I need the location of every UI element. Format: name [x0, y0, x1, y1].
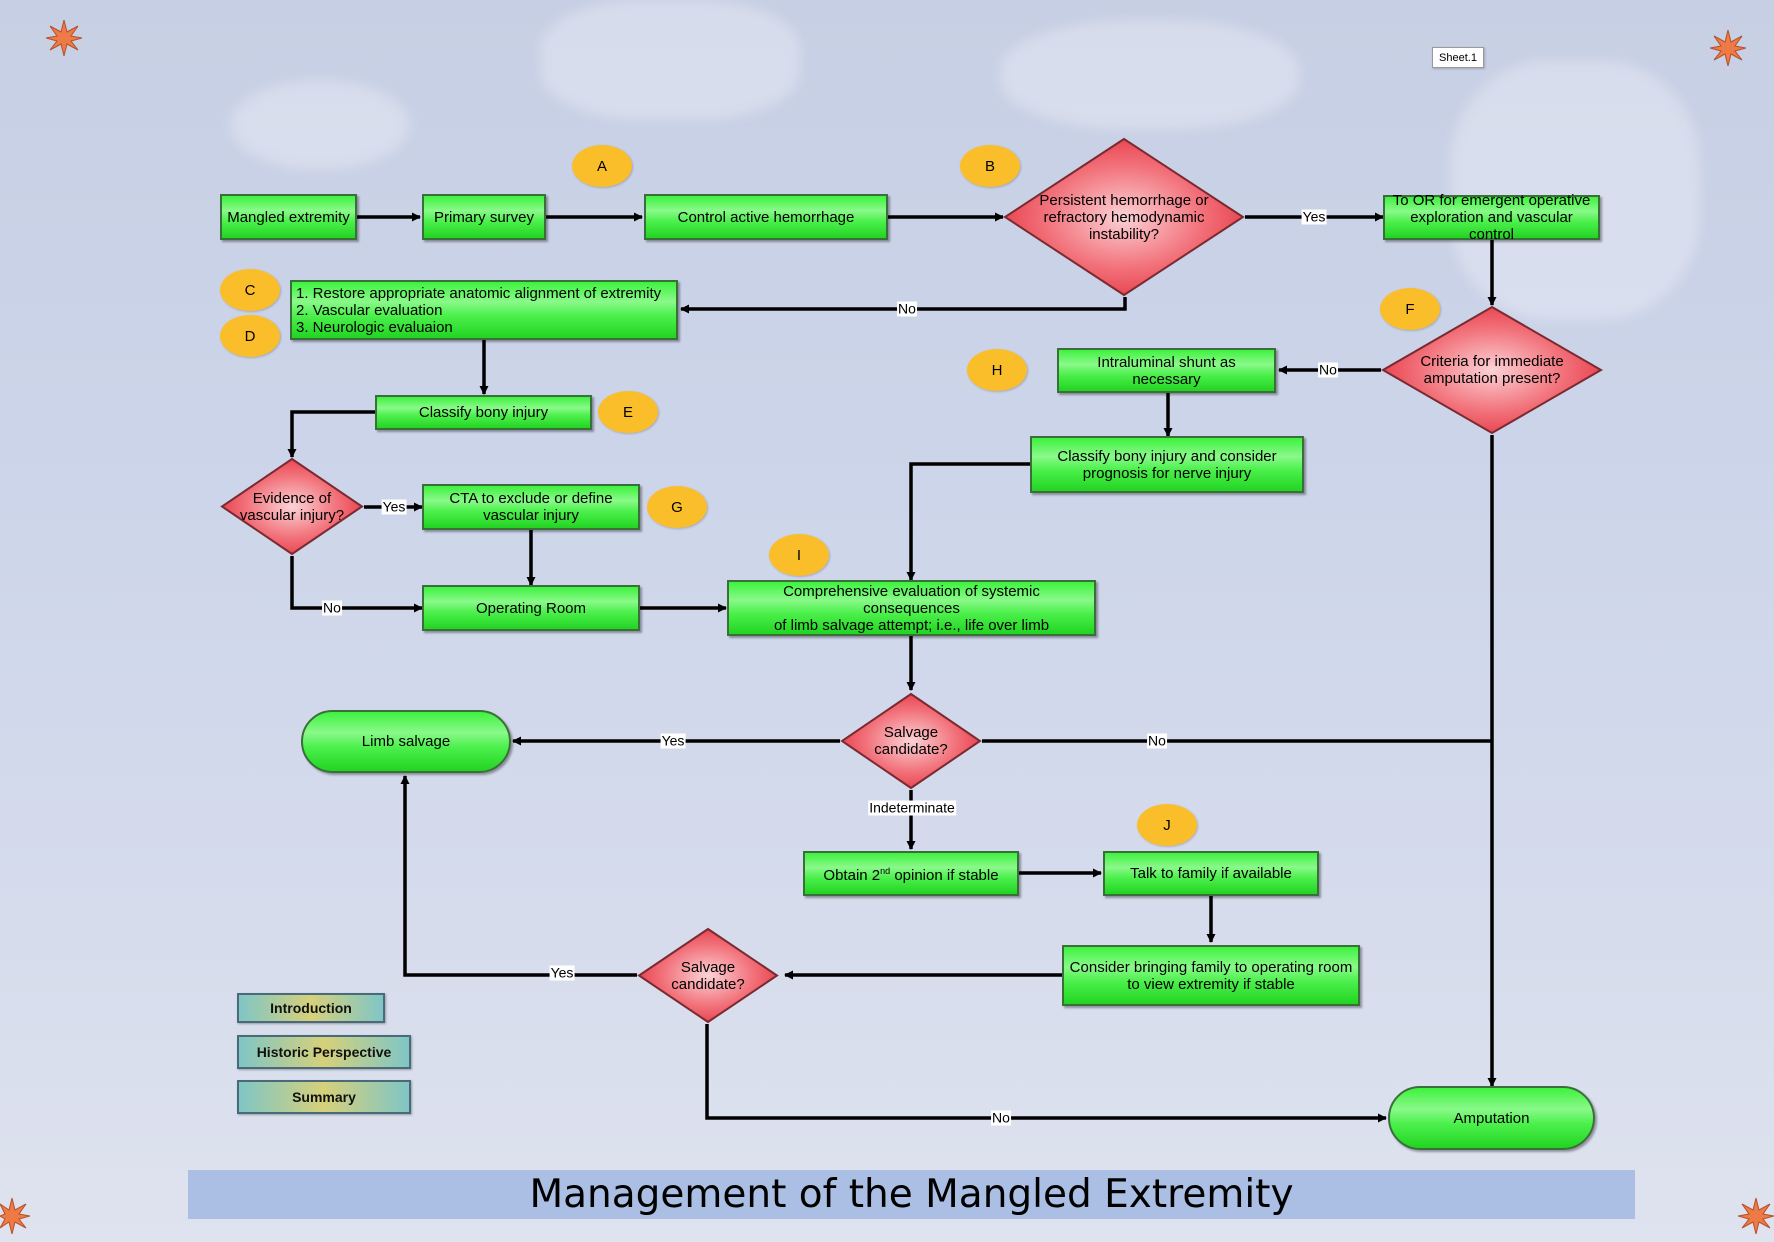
edge-label-yes: Yes — [660, 732, 686, 749]
marker-i[interactable]: I — [769, 534, 829, 576]
edge-persistent-restore — [680, 297, 1127, 314]
star-icon — [1738, 1198, 1774, 1234]
page-title: Management of the Mangled Extremity — [188, 1170, 1635, 1219]
edge-label-no: No — [322, 599, 342, 616]
box-talk-to-family: Talk to family if available — [1103, 851, 1319, 896]
marker-c[interactable]: C — [220, 269, 280, 311]
edge-evidence-or — [290, 556, 423, 613]
star-icon — [0, 1198, 30, 1234]
edge-label-no: No — [1147, 732, 1167, 749]
box-consider-family: Consider bringing family to operating ro… — [1062, 945, 1360, 1006]
edge-label-no: No — [991, 1109, 1011, 1126]
diamond-shape — [840, 692, 982, 790]
edge-label-no: No — [897, 300, 917, 317]
marker-b[interactable]: B — [960, 145, 1020, 187]
edge-classify-nerve-comprehensive — [906, 462, 1030, 581]
edge-classify-evidence — [287, 410, 375, 458]
marker-f[interactable]: F — [1380, 288, 1440, 330]
marker-d[interactable]: D — [220, 315, 280, 357]
box-operating-room: Operating Room — [422, 585, 640, 631]
box-second-opinion: Obtain 2nd opinion if stable — [803, 851, 1019, 896]
edge-salvage2-amputation — [705, 1024, 1387, 1123]
box-mangled-extremity: Mangled extremity — [220, 194, 357, 240]
edge-salvage2-limb — [400, 775, 637, 977]
marker-e[interactable]: E — [598, 391, 658, 433]
star-icon — [46, 20, 82, 56]
edge-label-no: No — [1318, 361, 1338, 378]
marker-j[interactable]: J — [1137, 804, 1197, 846]
marker-g[interactable]: G — [647, 486, 707, 528]
box-control-hemorrhage: Control active hemorrhage — [644, 194, 888, 240]
nav-historic-perspective-button[interactable]: Historic Perspective — [237, 1035, 411, 1069]
diamond-shape — [1381, 305, 1603, 435]
box-comprehensive-evaluation: Comprehensive evaluation of systemic con… — [727, 580, 1096, 636]
edge-label-indeterminate: Indeterminate — [868, 799, 956, 816]
diamond-shape — [637, 927, 779, 1024]
marker-a[interactable]: A — [572, 145, 632, 187]
box-intraluminal-shunt: Intraluminal shunt as necessary — [1057, 348, 1276, 393]
edge-label-yes: Yes — [381, 498, 407, 515]
sheet-label: Sheet.1 — [1432, 47, 1484, 68]
edge-label-yes: Yes — [1301, 208, 1327, 225]
diamond-shape — [1003, 137, 1245, 297]
diamond-shape — [220, 457, 364, 556]
box-restore-alignment: 1. Restore appropriate anatomic alignmen… — [290, 280, 678, 340]
edge-label-yes: Yes — [549, 964, 575, 981]
box-classify-bony-injury: Classify bony injury — [375, 395, 592, 430]
nav-introduction-button[interactable]: Introduction — [237, 993, 385, 1023]
box-primary-survey: Primary survey — [422, 194, 546, 240]
terminal-amputation: Amputation — [1388, 1086, 1595, 1150]
marker-h[interactable]: H — [967, 349, 1027, 391]
star-icon — [1710, 30, 1746, 66]
terminal-limb-salvage: Limb salvage — [301, 710, 511, 773]
nav-summary-button[interactable]: Summary — [237, 1080, 411, 1114]
